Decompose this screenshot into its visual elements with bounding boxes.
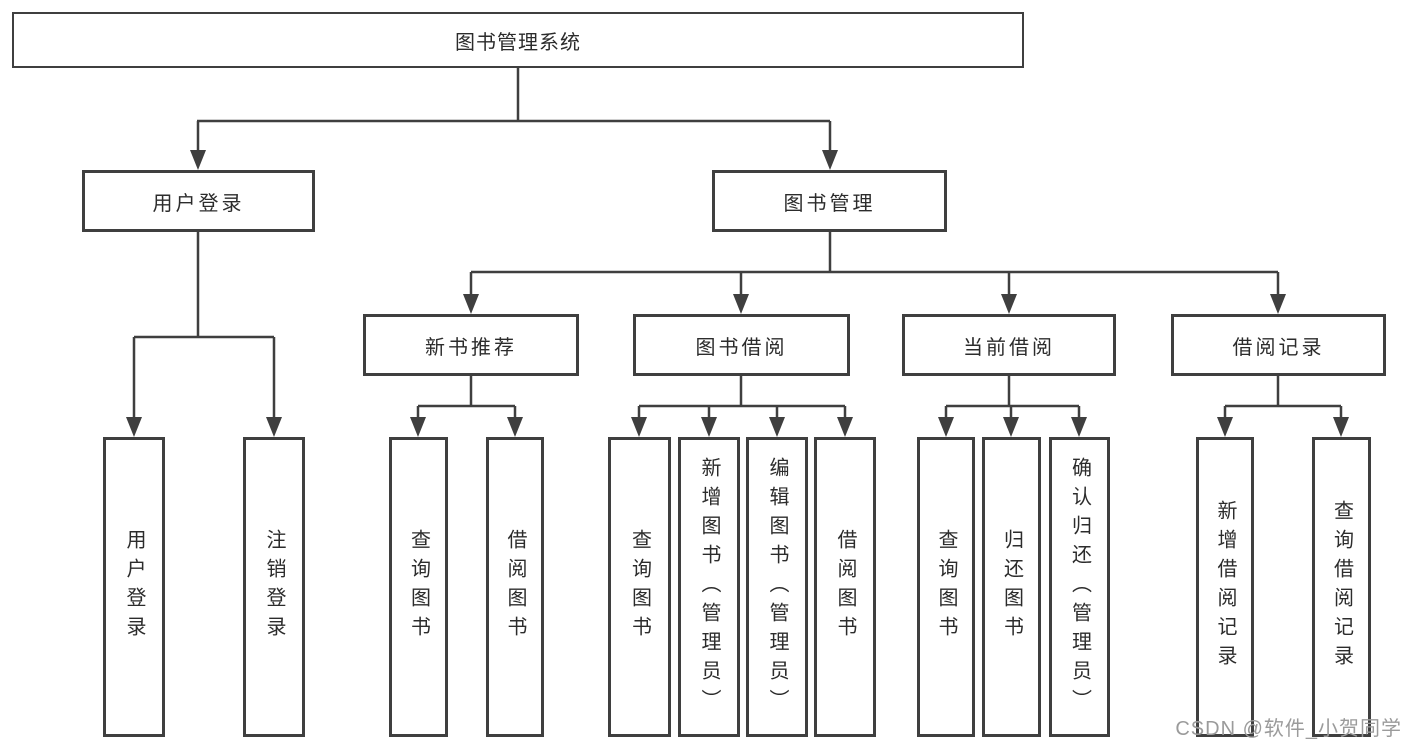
leaf-nbr-query-books: 查询图书 — [389, 437, 448, 737]
node-label: 查询图书 — [935, 529, 957, 645]
node-current-borrowing: 当前借阅 — [902, 314, 1116, 376]
node-label: 借阅图书 — [834, 529, 856, 645]
node-label: 注销登录 — [263, 529, 285, 645]
node-label: 用户登录 — [152, 192, 245, 215]
arrowheads — [126, 150, 1349, 437]
leaf-br-add-record: 新增借阅记录 — [1196, 437, 1254, 737]
node-label: 借阅记录 — [1232, 336, 1325, 359]
node-book-borrowing: 图书借阅 — [633, 314, 850, 376]
leaf-nbr-borrow-books: 借阅图书 — [486, 437, 544, 737]
leaf-logout-login: 注销登录 — [243, 437, 305, 737]
node-label: 编辑图书（管理员） — [766, 456, 788, 718]
leaf-bb-borrow-books: 借阅图书 — [814, 437, 876, 737]
node-label: 新增借阅记录 — [1214, 500, 1236, 674]
node-label: 借阅图书 — [504, 529, 526, 645]
node-label: 新书推荐 — [425, 336, 517, 359]
node-book-management: 图书管理 — [712, 170, 947, 232]
node-label: 确认归还（管理员） — [1068, 456, 1091, 718]
leaf-cb-return-books: 归还图书 — [982, 437, 1041, 737]
node-label: 新增图书（管理员） — [698, 456, 720, 718]
node-new-book-recommend: 新书推荐 — [363, 314, 579, 376]
leaf-user-login: 用户登录 — [103, 437, 165, 737]
leaf-cb-confirm-return-admin: 确认归还（管理员） — [1049, 437, 1110, 737]
leaf-br-query-record: 查询借阅记录 — [1312, 437, 1371, 737]
node-label: 查询图书 — [407, 529, 430, 645]
leaf-bb-add-books-admin: 新增图书（管理员） — [678, 437, 740, 737]
leaf-cb-query-books: 查询图书 — [917, 437, 975, 737]
leaf-bb-edit-books-admin: 编辑图书（管理员） — [746, 437, 808, 737]
node-library-system: 图书管理系统 — [12, 12, 1024, 68]
node-label: 当前借阅 — [963, 336, 1055, 359]
node-label: 查询借阅记录 — [1330, 500, 1353, 674]
node-label: 查询图书 — [628, 529, 651, 645]
node-user-login: 用户登录 — [82, 170, 315, 232]
node-borrowing-records: 借阅记录 — [1171, 314, 1386, 376]
node-label: 图书借阅 — [695, 336, 788, 359]
node-label: 归还图书 — [1000, 529, 1023, 645]
leaf-bb-query-books: 查询图书 — [608, 437, 671, 737]
node-label: 图书管理系统 — [455, 31, 581, 54]
watermark: CSDN @软件_小贺同学 — [1175, 718, 1402, 740]
node-label: 用户登录 — [123, 529, 145, 645]
node-label: 图书管理 — [783, 192, 876, 215]
